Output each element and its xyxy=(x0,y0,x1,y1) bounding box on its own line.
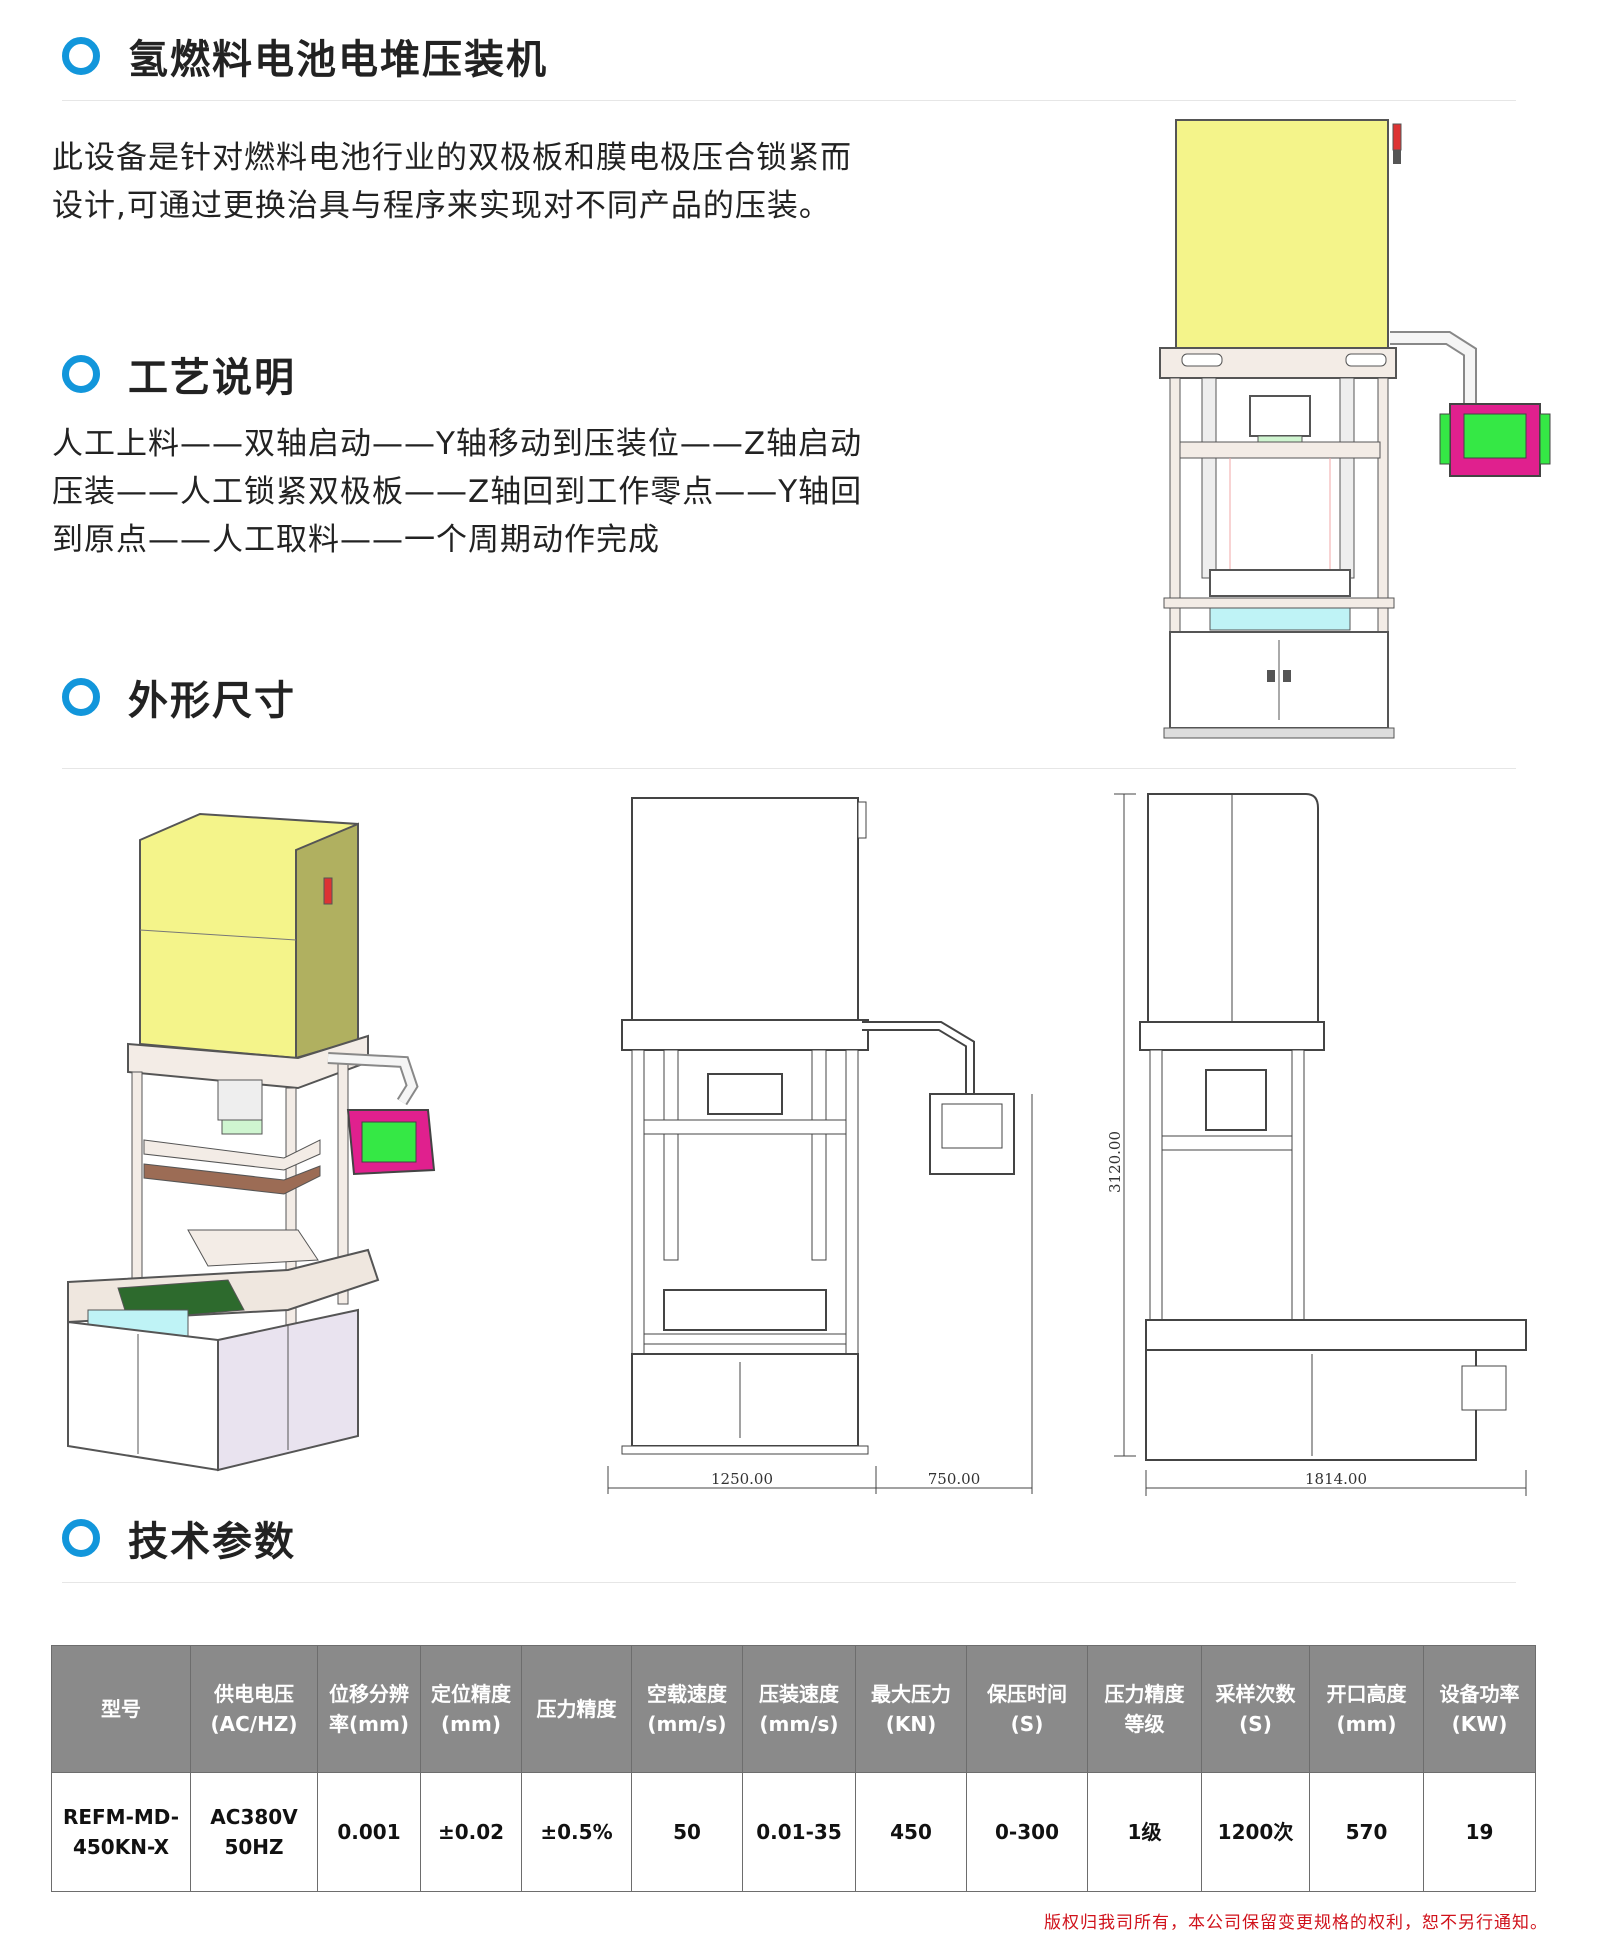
circle-bullet-icon xyxy=(62,1519,100,1557)
circle-bullet-icon xyxy=(62,37,100,75)
process-line: 到原点——人工取料——一个周期动作完成 xyxy=(52,522,660,558)
divider xyxy=(62,1582,1516,1583)
cell-resolution: 0.001 xyxy=(317,1772,421,1892)
machine-side-drawing: 3120.00 1814.00 xyxy=(1106,793,1527,1496)
col-header-pressure-accuracy: 压力精度 xyxy=(521,1645,632,1773)
section-header-dimensions: 外形尺寸 xyxy=(62,667,296,727)
col-header-hold-time: 保压时间(S) xyxy=(966,1645,1088,1773)
cell-press-speed: 0.01-35 xyxy=(742,1772,856,1892)
dimension-width-arm: 750.00 xyxy=(928,1470,981,1488)
divider xyxy=(62,100,1516,101)
spec-header-row: 型号 供电电压(AC/HZ) 位移分辨率(mm) 定位精度(mm) 压力精度 空… xyxy=(51,1645,1536,1773)
col-header-opening: 开口高度(mm) xyxy=(1309,1645,1424,1773)
cell-hold-time: 0-300 xyxy=(966,1772,1088,1892)
machine-isometric-illustration xyxy=(67,812,436,1472)
dimensions-title: 外形尺寸 xyxy=(128,678,296,724)
copyright-notice: 版权归我司所有，本公司保留变更规格的权利，恕不另行通知。 xyxy=(1044,1913,1548,1933)
divider xyxy=(62,768,1516,769)
cell-max-pressure: 450 xyxy=(855,1772,967,1892)
col-header-press-speed: 压装速度(mm/s) xyxy=(742,1645,856,1773)
dimension-depth: 1814.00 xyxy=(1305,1470,1367,1488)
col-header-resolution: 位移分辨率(mm) xyxy=(317,1645,421,1773)
col-header-positioning: 定位精度(mm) xyxy=(420,1645,522,1773)
circle-bullet-icon xyxy=(62,355,100,393)
machine-front-view-illustration xyxy=(1159,119,1551,739)
process-line: 人工上料——双轴启动——Y轴移动到压装位——Z轴启动 xyxy=(52,426,863,462)
section-header-product: 氢燃料电池电堆压装机 xyxy=(62,26,548,86)
description-line: 设计,可通过更换治具与程序来实现对不同产品的压装。 xyxy=(52,188,831,224)
col-header-pressure-grade: 压力精度等级 xyxy=(1087,1645,1202,1773)
col-header-sampling: 采样次数(S) xyxy=(1201,1645,1310,1773)
spec-table: 型号 供电电压(AC/HZ) 位移分辨率(mm) 定位精度(mm) 压力精度 空… xyxy=(51,1645,1536,1892)
product-description: 此设备是针对燃料电池行业的双极板和膜电极压合锁紧而 设计,可通过更换治具与程序来… xyxy=(52,134,972,230)
cell-positioning: ±0.02 xyxy=(420,1772,522,1892)
col-header-voltage: 供电电压(AC/HZ) xyxy=(190,1645,318,1773)
product-title: 氢燃料电池电堆压装机 xyxy=(128,37,548,83)
cell-opening: 570 xyxy=(1309,1772,1424,1892)
process-description: 人工上料——双轴启动——Y轴移动到压装位——Z轴启动 压装——人工锁紧双极板——… xyxy=(52,420,972,564)
cell-pressure-accuracy: ±0.5% xyxy=(521,1772,632,1892)
specs-title: 技术参数 xyxy=(128,1519,296,1565)
section-header-specs: 技术参数 xyxy=(62,1508,296,1568)
process-line: 压装——人工锁紧双极板——Z轴回到工作零点——Y轴回 xyxy=(52,474,863,510)
cell-power: 19 xyxy=(1423,1772,1536,1892)
dimension-height: 3120.00 xyxy=(1106,1131,1124,1193)
cell-model: REFM-MD-450KN-X xyxy=(51,1772,191,1892)
process-title: 工艺说明 xyxy=(128,355,296,401)
col-header-model: 型号 xyxy=(51,1645,191,1773)
col-header-power: 设备功率(KW) xyxy=(1423,1645,1536,1773)
description-line: 此设备是针对燃料电池行业的双极板和膜电极压合锁紧而 xyxy=(52,140,852,176)
cell-sampling: 1200次 xyxy=(1201,1772,1310,1892)
circle-bullet-icon xyxy=(62,678,100,716)
col-header-idle-speed: 空载速度(mm/s) xyxy=(631,1645,743,1773)
cell-idle-speed: 50 xyxy=(631,1772,743,1892)
cell-pressure-grade: 1级 xyxy=(1087,1772,1202,1892)
col-header-max-pressure: 最大压力(KN) xyxy=(855,1645,967,1773)
section-header-process: 工艺说明 xyxy=(62,344,296,404)
machine-front-drawing: 1250.00 750.00 xyxy=(607,797,1033,1494)
dimension-width-main: 1250.00 xyxy=(711,1470,773,1488)
